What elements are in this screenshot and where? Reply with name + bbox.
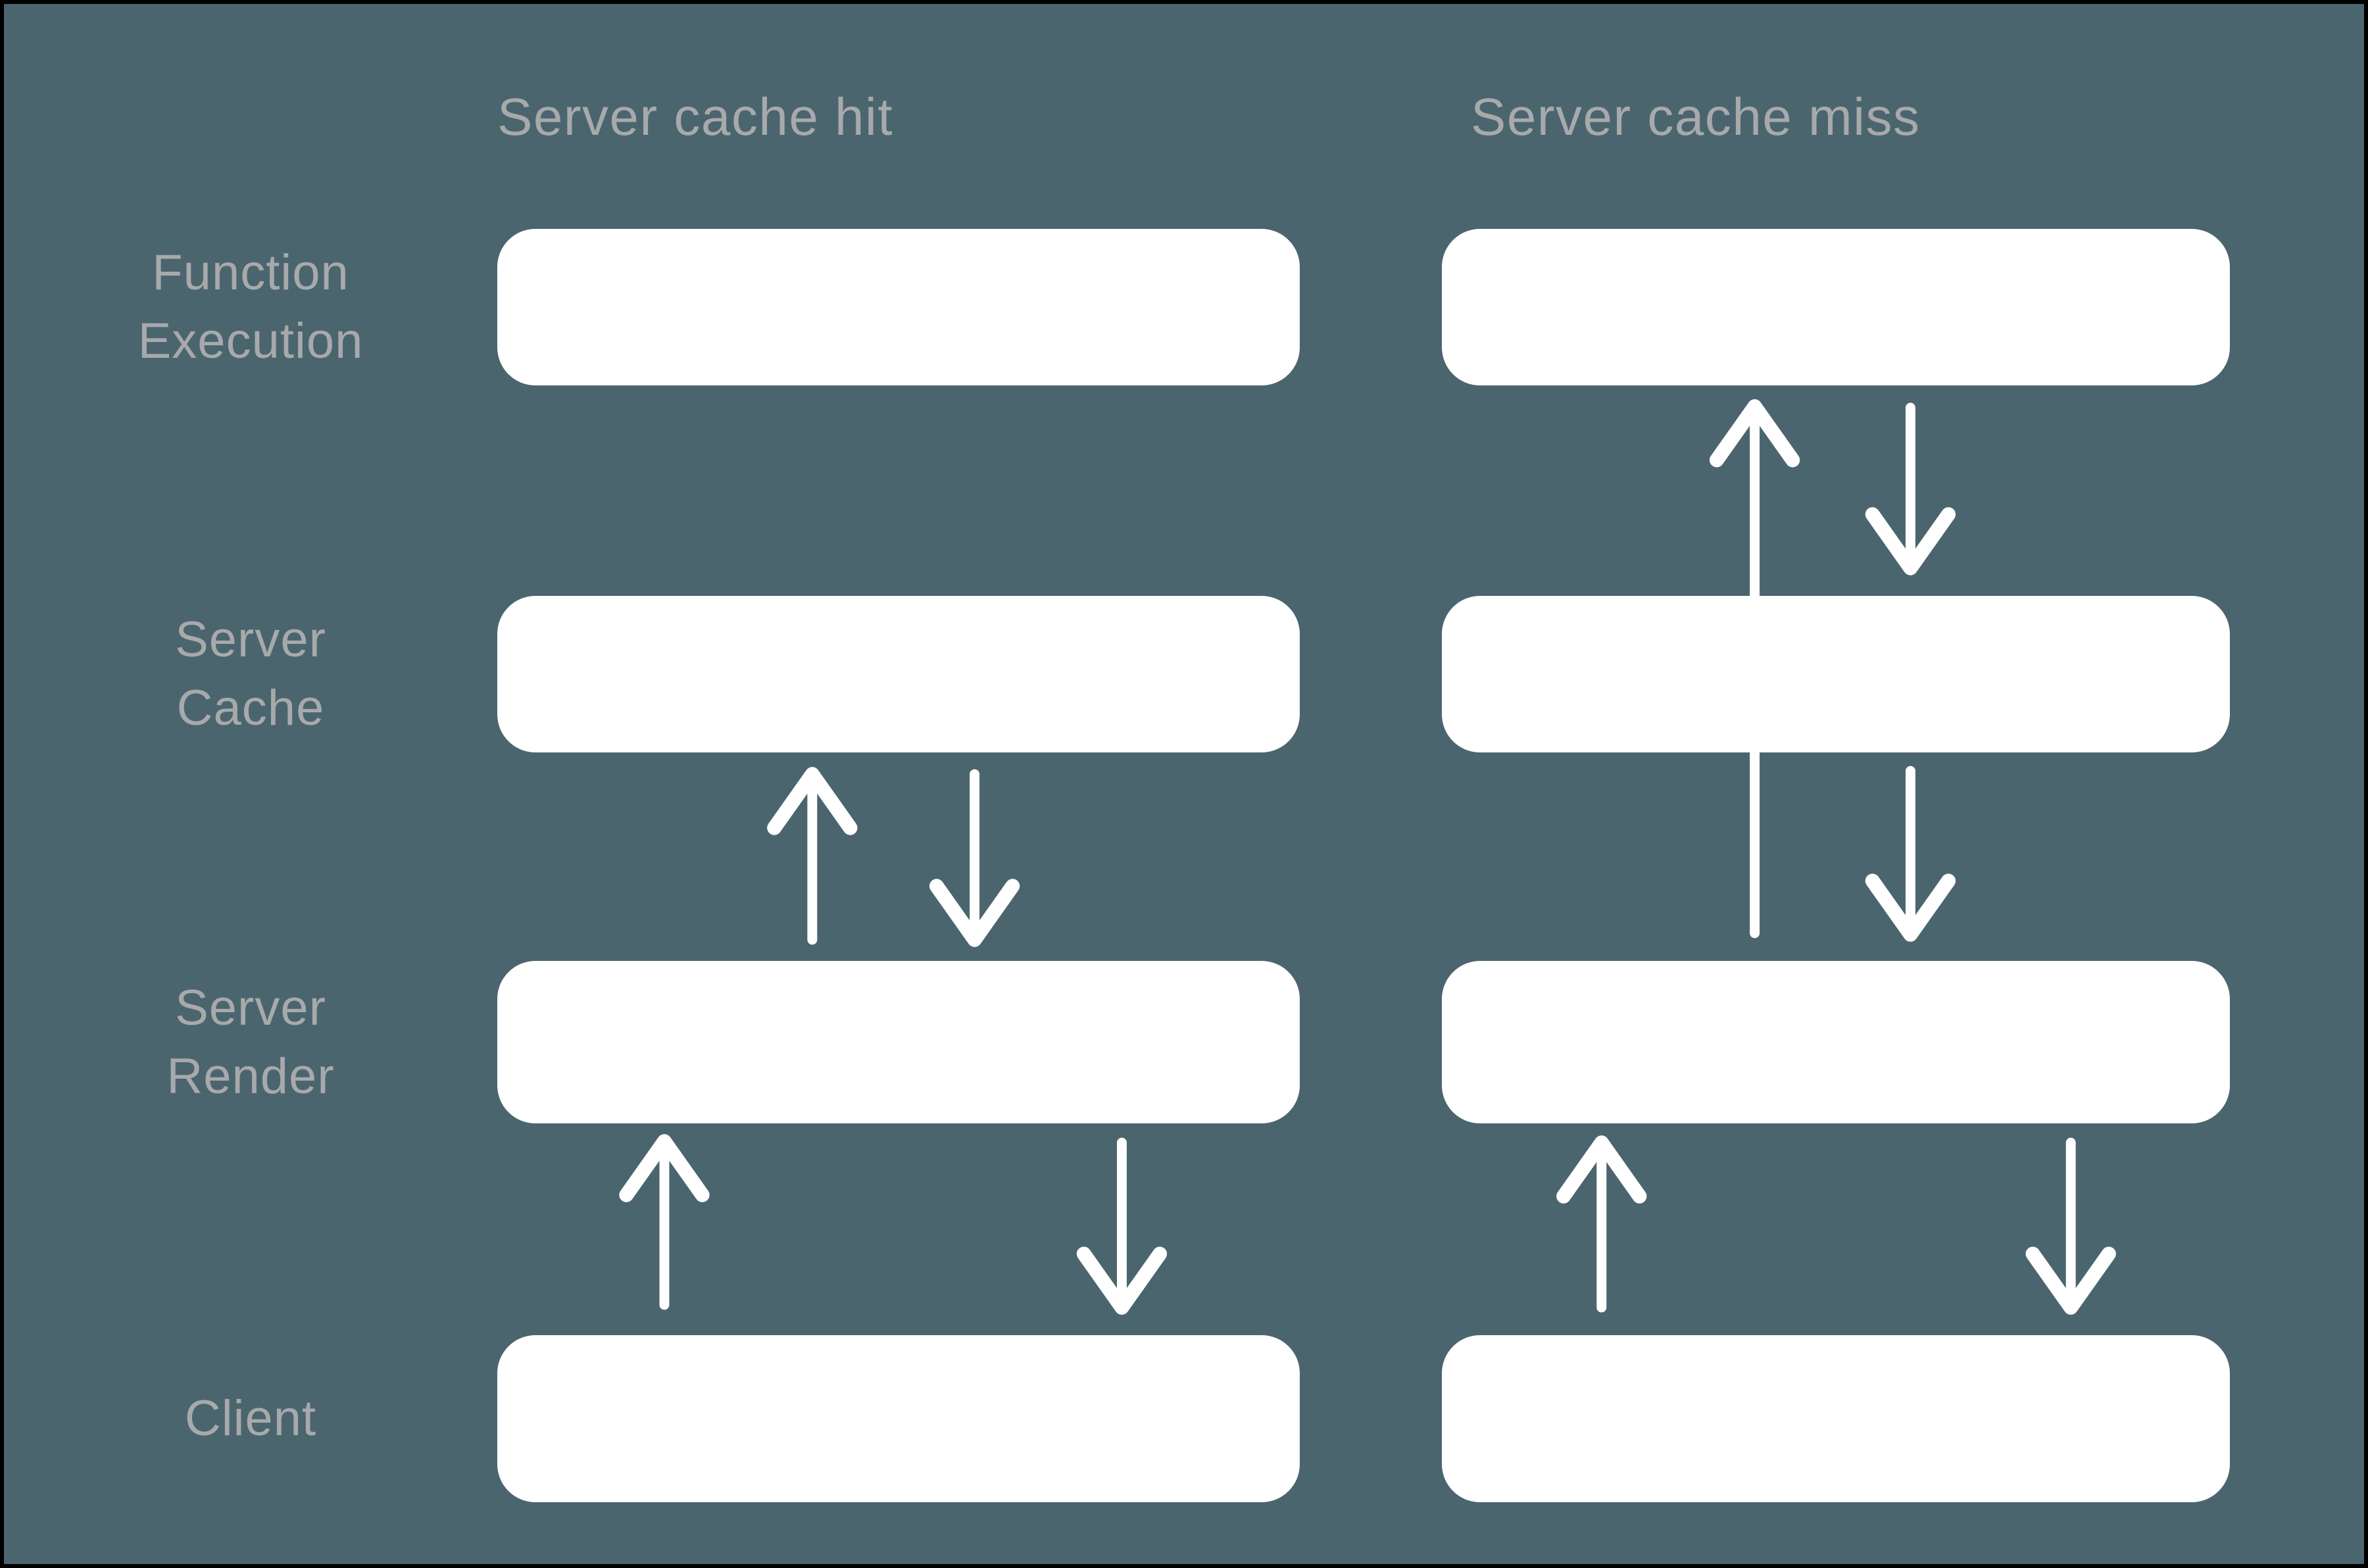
boxes-layer (4, 4, 2364, 1564)
box-hit-server-render (497, 961, 1300, 1123)
box-miss-client (1442, 1335, 2230, 1502)
arrow-hit-render-to-cache (767, 767, 858, 945)
arrow-miss-function-to-cache (1865, 403, 1956, 576)
arrow-hit-render-to-client (1076, 1137, 1168, 1315)
box-hit-function-execution (497, 229, 1300, 385)
box-hit-server-cache (497, 596, 1300, 752)
arrow-hit-client-to-render (619, 1134, 710, 1310)
arrow-hit-cache-to-render (929, 769, 1020, 947)
arrow-miss-render-to-client (2025, 1137, 2116, 1315)
arrow-miss-cache-to-render (1865, 766, 1956, 942)
box-miss-function-execution (1442, 229, 2230, 385)
box-hit-client (497, 1335, 1300, 1502)
box-miss-server-cache (1442, 596, 2230, 752)
arrow-miss-client-to-render (1556, 1135, 1647, 1313)
box-miss-server-render (1442, 961, 2230, 1123)
